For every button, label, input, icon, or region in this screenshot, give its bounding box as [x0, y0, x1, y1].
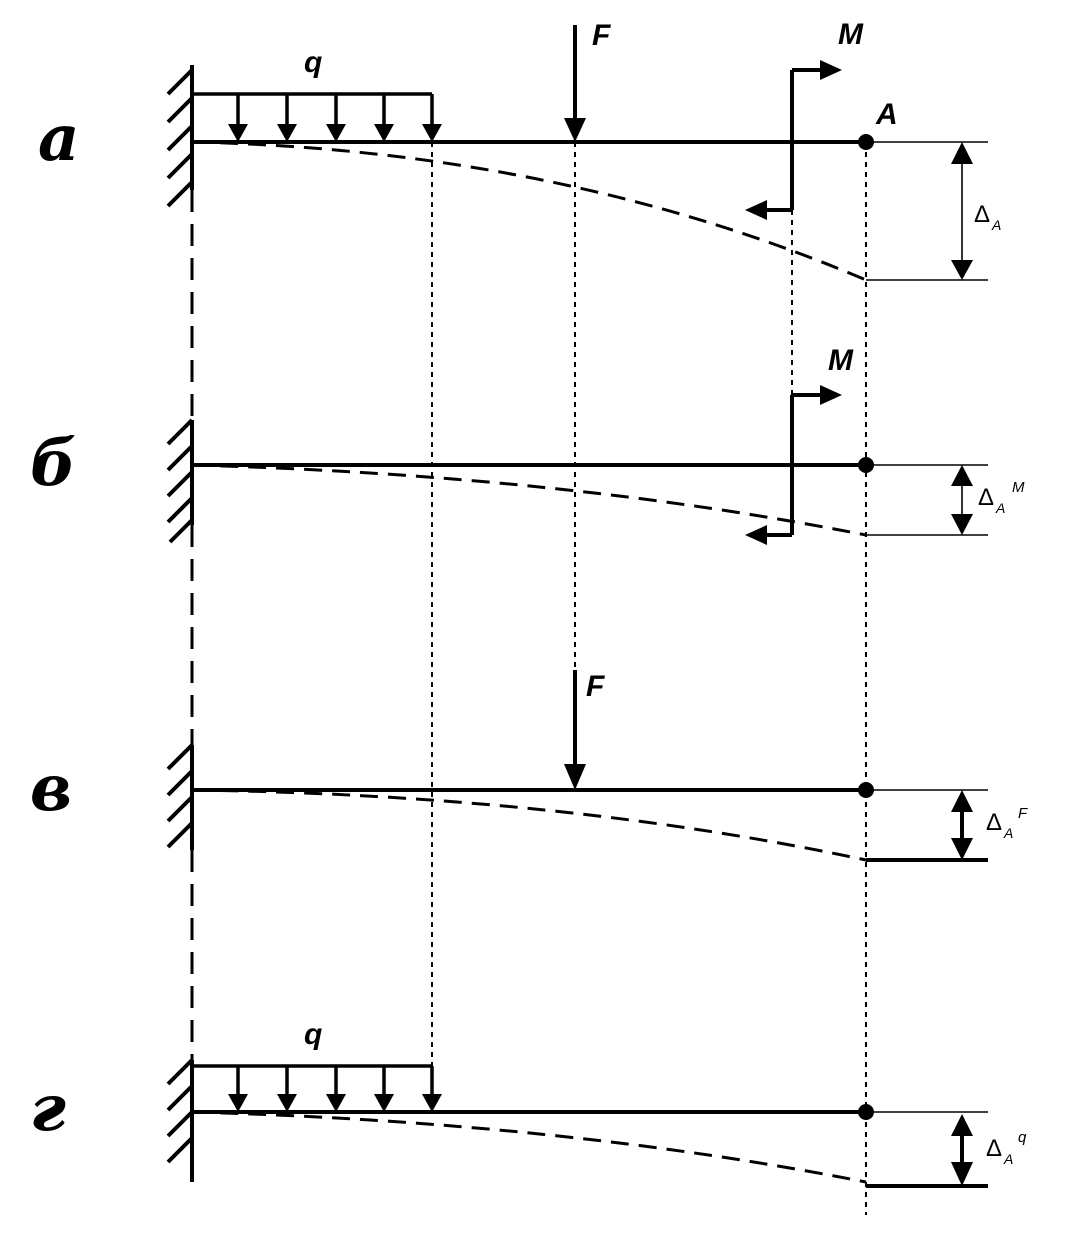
- deflection-curve-v: [191, 788, 867, 862]
- hatching-b: [166, 418, 194, 544]
- hatching-g: [166, 1058, 194, 1164]
- force-label-f-v: F: [586, 670, 605, 703]
- deflection-sub-a: A: [991, 217, 1001, 233]
- deflection-sub-v: A: [1003, 825, 1013, 841]
- deflection-sup-v: F: [1018, 805, 1028, 822]
- moment-couple-a: [745, 60, 842, 220]
- deflection-label-v: Δ: [986, 809, 1002, 836]
- deflection-sub-b: A: [995, 500, 1005, 516]
- moment-label-m-a: M: [838, 18, 864, 51]
- moment-label-m-b: M: [828, 344, 854, 377]
- deflection-curve-g: [191, 1110, 867, 1184]
- deflection-sup-g: q: [1018, 1129, 1027, 1146]
- case-label-a: а: [38, 101, 79, 176]
- deflection-dimension-a: [866, 141, 988, 281]
- point-a-label: A: [875, 98, 898, 131]
- deflection-sup-b: M: [1012, 479, 1025, 496]
- deflection-label-a: Δ: [974, 201, 990, 228]
- deflection-curve-b: [191, 463, 867, 537]
- force-label-f-a: F: [592, 19, 611, 52]
- deflection-sub-g: A: [1003, 1151, 1013, 1167]
- deflection-dimension-g: [866, 1111, 988, 1188]
- force-arrowhead-v: [564, 764, 586, 790]
- case-label-g: г: [30, 1071, 66, 1146]
- case-label-b: б: [30, 426, 76, 501]
- deflection-dimension-b: [866, 464, 988, 536]
- load-label-q-a: q: [304, 46, 322, 79]
- deflection-label-g: Δ: [986, 1135, 1002, 1162]
- moment-couple-b: [745, 385, 842, 545]
- case-label-v: в: [30, 751, 72, 826]
- deflection-dimension-v: [866, 789, 988, 862]
- hatching-v: [166, 743, 194, 849]
- distributed-load-a: [192, 92, 442, 142]
- load-label-q-g: q: [304, 1018, 322, 1051]
- force-arrowhead-a: [564, 118, 586, 142]
- deflection-curve-a: [191, 140, 867, 282]
- hatching-a: [166, 68, 194, 208]
- distributed-load-g: [192, 1064, 442, 1112]
- deflection-label-b: Δ: [978, 484, 994, 511]
